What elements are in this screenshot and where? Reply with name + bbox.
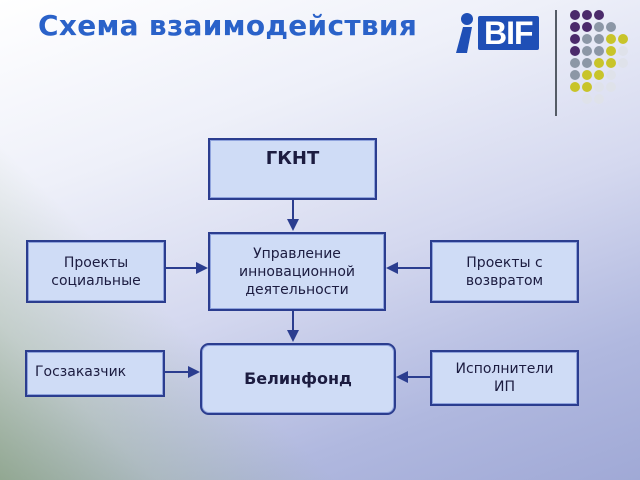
node-label-line: ИП bbox=[494, 379, 515, 395]
arrow-proekty-soc-to-upravlenie bbox=[166, 262, 208, 274]
decor-dot bbox=[582, 46, 592, 56]
node-gknt-label: ГКНТ bbox=[265, 148, 320, 169]
node-upravlenie: Управление инновационной деятельности bbox=[208, 232, 386, 311]
node-label-line: Проекты с bbox=[466, 254, 543, 271]
node-proekty-socialnye-label: Проекты социальные bbox=[51, 254, 141, 290]
arrow-goszakazchik-to-belinfond bbox=[165, 366, 200, 378]
decor-dot bbox=[570, 70, 580, 80]
decor-dot bbox=[582, 22, 592, 32]
node-label-line: Исполнители bbox=[455, 361, 554, 377]
decor-dot bbox=[582, 34, 592, 44]
decor-dot bbox=[606, 34, 616, 44]
decor-dot bbox=[594, 22, 604, 32]
decor-dot bbox=[594, 34, 604, 44]
decor-dot bbox=[618, 58, 628, 68]
node-gknt: ГКНТ bbox=[208, 138, 377, 200]
arrow-proekty-voz-to-upravlenie bbox=[386, 262, 430, 274]
node-label-line: Проекты bbox=[63, 254, 129, 271]
node-label-line: социальные bbox=[51, 272, 141, 289]
arrow-upravlenie-to-belinfond bbox=[287, 311, 299, 342]
bif-logo: BIF bbox=[452, 12, 548, 54]
decor-dot bbox=[594, 10, 604, 20]
decor-divider-line bbox=[555, 10, 557, 116]
node-proekty-s-vozvratom-label: Проекты с возвратом bbox=[466, 254, 543, 290]
node-goszakazchik-label: Госзаказчик bbox=[35, 364, 127, 380]
decor-dot bbox=[594, 46, 604, 56]
decor-dot bbox=[606, 70, 616, 80]
node-label-line: возвратом bbox=[465, 272, 544, 289]
decor-dot bbox=[594, 82, 604, 92]
node-belinfond: Белинфонд bbox=[200, 343, 396, 415]
person-i-icon bbox=[456, 13, 473, 53]
node-label-line: Управление bbox=[253, 245, 341, 262]
node-upravlenie-label: Управление инновационной деятельности bbox=[239, 245, 355, 299]
decor-dot bbox=[606, 82, 616, 92]
decor-dot bbox=[582, 82, 592, 92]
decor-dot bbox=[606, 22, 616, 32]
decor-dot bbox=[582, 58, 592, 68]
decor-dot bbox=[570, 46, 580, 56]
decor-dot-grid bbox=[568, 8, 640, 108]
decor-dot bbox=[618, 46, 628, 56]
node-goszakazchik: Госзаказчик bbox=[25, 350, 165, 397]
logo-text: BIF bbox=[478, 16, 539, 50]
node-belinfond-label: Белинфонд bbox=[244, 369, 352, 388]
node-label-line: инновационной bbox=[239, 263, 355, 280]
node-label-line: деятельности bbox=[245, 281, 349, 298]
decor-dot bbox=[570, 82, 580, 92]
decor-dot bbox=[606, 46, 616, 56]
decor-dot bbox=[594, 58, 604, 68]
node-ispolniteli-ip: Исполнители ИП bbox=[430, 350, 579, 406]
arrow-gknt-to-upravlenie bbox=[287, 200, 299, 231]
node-ispolniteli-ip-label: Исполнители ИП bbox=[456, 360, 554, 396]
decor-dot bbox=[570, 22, 580, 32]
decor-dot bbox=[570, 58, 580, 68]
arrow-ispolniteli-to-belinfond bbox=[396, 371, 430, 383]
decor-dot bbox=[570, 10, 580, 20]
decor-dot bbox=[618, 34, 628, 44]
decor-dot bbox=[594, 94, 604, 104]
decor-dot bbox=[582, 94, 592, 104]
decor-dot bbox=[582, 70, 592, 80]
decor-dot bbox=[606, 58, 616, 68]
decor-dot bbox=[582, 10, 592, 20]
decor-dot bbox=[594, 70, 604, 80]
node-proekty-s-vozvratom: Проекты с возвратом bbox=[430, 240, 579, 303]
decor-dot bbox=[570, 34, 580, 44]
node-proekty-socialnye: Проекты социальные bbox=[26, 240, 166, 303]
page-title: Схема взаимодействия bbox=[38, 9, 418, 42]
